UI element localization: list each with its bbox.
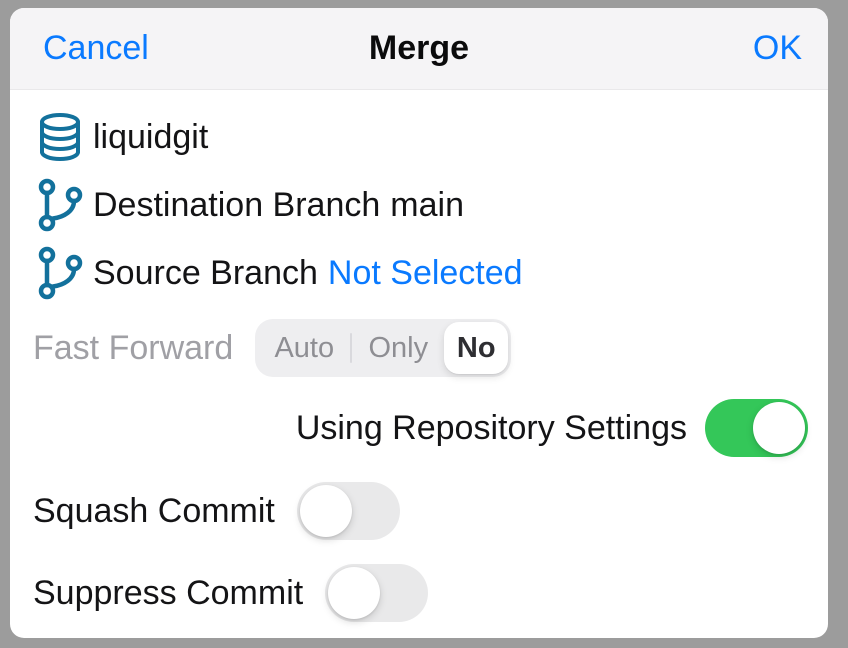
database-icon [33,109,87,165]
using-repository-settings-row: Using Repository Settings [296,399,808,457]
dialog-header: Cancel Merge OK [10,8,828,90]
fast-forward-label: Fast Forward [33,328,234,367]
squash-commit-toggle[interactable] [296,482,400,540]
cancel-button[interactable]: Cancel [43,8,149,89]
toggle-knob [328,567,381,619]
source-branch-value[interactable]: Not Selected [327,253,523,292]
repository-row: liquidgit [33,108,208,166]
toggle-knob [299,485,352,537]
source-branch-row[interactable]: Source Branch Not Selected [33,244,523,302]
git-branch-icon [33,245,87,301]
segment-auto[interactable]: Auto [274,331,335,364]
repository-name: liquidgit [93,117,209,156]
source-branch-label: Source Branch [93,253,318,292]
segment-only[interactable]: Only [368,331,429,364]
suppress-commit-toggle[interactable] [325,564,429,622]
destination-branch-label: Destination Branch [93,185,381,224]
ok-button[interactable]: OK [753,8,802,89]
segment-divider [350,333,353,363]
using-repository-settings-label: Using Repository Settings [295,408,687,447]
fast-forward-row: Fast Forward Auto Only No [33,319,512,377]
git-branch-icon [33,177,87,233]
squash-commit-label: Squash Commit [33,491,275,530]
merge-dialog: Cancel Merge OK liquidgit [10,8,828,638]
using-repository-settings-toggle[interactable] [705,399,808,457]
fast-forward-segmented-control: Auto Only No [255,319,512,377]
destination-branch-row[interactable]: Destination Branch main [33,176,464,234]
destination-branch-value: main [390,185,464,224]
toggle-knob [753,402,805,454]
squash-commit-row: Squash Commit [33,482,400,540]
suppress-commit-row: Suppress Commit [33,564,429,622]
segment-no[interactable]: No [444,322,509,374]
suppress-commit-label: Suppress Commit [33,573,304,612]
